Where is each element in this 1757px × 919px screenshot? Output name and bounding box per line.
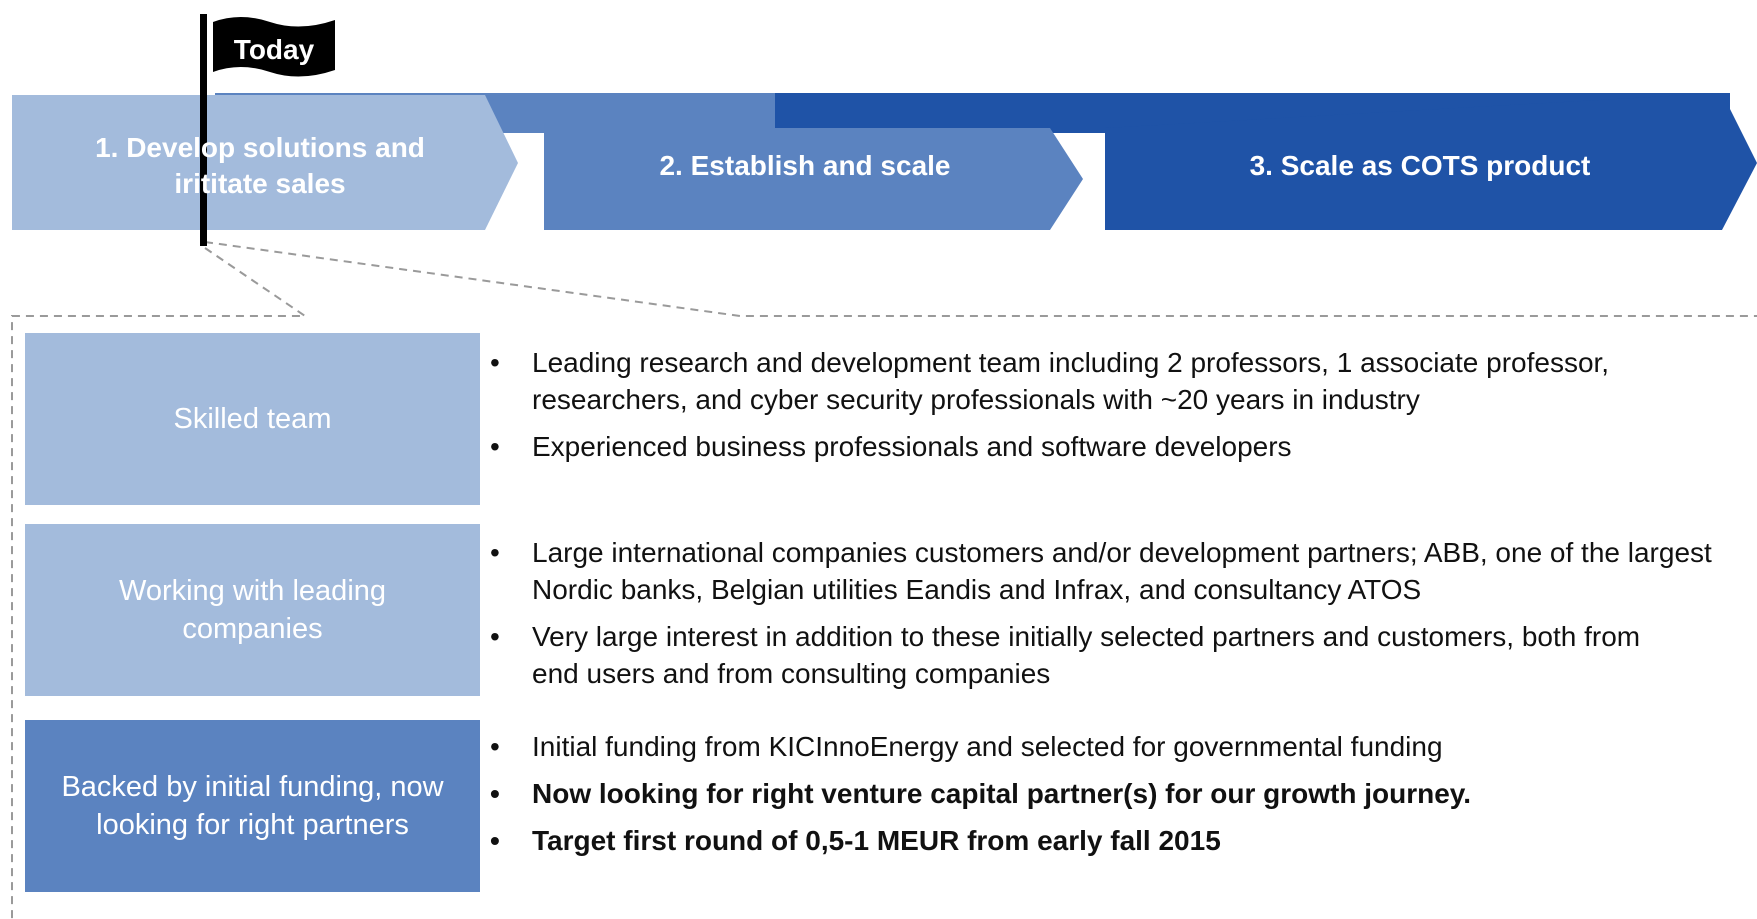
section-title-skilled-team: Skilled team xyxy=(25,333,480,505)
bullet-icon: • xyxy=(490,537,500,568)
bullet-item: • Very large interest in addition to thes… xyxy=(490,618,1740,692)
phase-1-label: 1. Develop solutions and irititate sales xyxy=(95,132,425,199)
phase-3-chevron xyxy=(1105,93,1757,230)
bullet-icon: • xyxy=(490,778,500,809)
bullet-text: Now looking for right venture capital pa… xyxy=(532,778,1472,809)
flag-pole xyxy=(200,14,207,246)
section-title-funding: Backed by initial funding, now looking f… xyxy=(25,720,480,892)
phase-1-chevron xyxy=(12,95,518,230)
bullet-text: Large international companies customers … xyxy=(532,537,1712,605)
bullet-text: Initial funding from KICInnoEnergy and s… xyxy=(532,731,1443,762)
phase-2-label: 2. Establish and scale xyxy=(659,150,951,181)
flag-label: Today xyxy=(233,34,315,65)
phase-2-chevron xyxy=(544,128,1083,230)
bullet-text: Leading research and development team in… xyxy=(532,347,1610,415)
phase-3-label: 3. Scale as COTS product xyxy=(1249,150,1591,181)
bullet-icon: • xyxy=(490,825,500,856)
bullet-item: • Large international companies customers… xyxy=(490,534,1740,608)
bullet-text: Experienced business professionals and s… xyxy=(532,431,1292,462)
bullet-item: • Now looking for right venture capital p… xyxy=(490,775,1740,812)
callout-right-line xyxy=(204,241,1757,317)
bullet-text: Target first round of 0,5-1 MEUR from ea… xyxy=(532,825,1221,856)
bullet-item: • Target first round of 0,5-1 MEUR from e… xyxy=(490,822,1740,859)
flag-icon xyxy=(213,17,335,77)
bullet-list-funding: • Initial funding from KICInnoEnergy and … xyxy=(490,728,1740,869)
bullet-icon: • xyxy=(490,621,500,652)
bullet-icon: • xyxy=(490,347,500,378)
bullet-item: • Experienced business professionals and … xyxy=(490,428,1730,465)
bullet-list-team: • Leading research and development team i… xyxy=(490,344,1730,475)
bullet-list-companies: • Large international companies customers… xyxy=(490,534,1740,702)
bullet-icon: • xyxy=(490,731,500,762)
bullet-item: • Initial funding from KICInnoEnergy and … xyxy=(490,728,1740,765)
callout-left-line xyxy=(11,247,309,919)
section-title-leading-companies: Working with leading companies xyxy=(25,524,480,696)
bullet-text: Very large interest in addition to these… xyxy=(532,621,1641,689)
bullet-item: • Leading research and development team i… xyxy=(490,344,1730,418)
bullet-icon: • xyxy=(490,431,500,462)
